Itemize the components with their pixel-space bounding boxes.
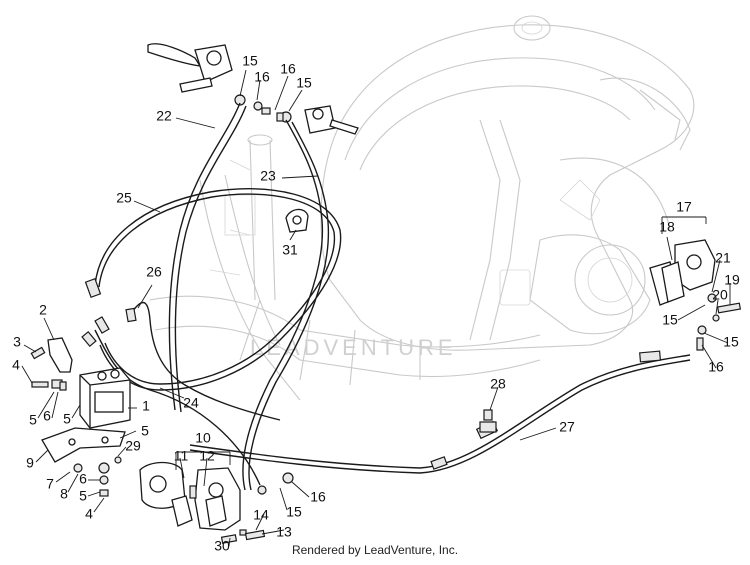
callout-label: 14: [253, 507, 269, 523]
callout-label: 25: [116, 190, 132, 206]
abs-unit: [79, 367, 131, 429]
hose-fittings: [81, 278, 662, 470]
callout-label: 1: [142, 398, 150, 414]
callout-label: 19: [724, 272, 740, 288]
callout-label: 6: [79, 471, 87, 487]
callout-label: 15: [242, 53, 258, 69]
callouts: 15 16 16 15 22 23 25 31 26 2 3 4 1 5 6 5…: [12, 53, 740, 554]
rear-master-cylinder: [304, 105, 359, 135]
callout-label: 4: [12, 357, 20, 373]
callout-label: 5: [29, 412, 37, 428]
leader-lines: [21, 69, 731, 547]
callout-label: 11: [174, 448, 189, 464]
front-brake-lever: [147, 43, 233, 93]
brake-hoses: [94, 102, 691, 491]
callout-label: 24: [183, 395, 199, 411]
scooter-frame-outline: [149, 15, 695, 401]
callout-label: 17: [676, 199, 692, 215]
callout-label: 16: [254, 69, 270, 85]
callout-label: 13: [276, 524, 292, 540]
callout-label: 4: [85, 506, 93, 522]
callout-label: 5: [79, 488, 87, 504]
callout-label: 23: [260, 168, 276, 184]
callout-label: 16: [310, 489, 326, 505]
abs-bracket: [41, 337, 126, 463]
callout-label: 20: [712, 287, 728, 303]
top-banjo-fittings: [234, 94, 292, 123]
sensor-bolt-28: [479, 409, 497, 433]
callout-label: 21: [715, 250, 731, 266]
clip-bracket-31: [285, 208, 309, 233]
footer-credit: Rendered by LeadVenture, Inc.: [291, 543, 459, 557]
callout-label: 7: [46, 476, 54, 492]
callout-label: 22: [156, 108, 172, 124]
front-caliper: [139, 461, 247, 536]
callout-label: 26: [146, 264, 162, 280]
abs-hardware: [30, 346, 122, 497]
callout-label: 3: [13, 334, 21, 350]
callout-label: 31: [282, 242, 298, 258]
callout-label: 5: [141, 423, 149, 439]
callout-label: 18: [659, 219, 675, 235]
callout-label: 10: [195, 430, 211, 446]
rear-caliper: [649, 239, 742, 351]
callout-label: 12: [199, 448, 215, 464]
callout-label: 28: [490, 376, 506, 392]
callout-label: 29: [125, 438, 141, 454]
callout-label: 16: [708, 359, 724, 375]
callout-label: 6: [43, 408, 51, 424]
callout-label: 15: [296, 75, 312, 91]
callout-label: 5: [63, 411, 71, 427]
callout-label: 15: [723, 334, 739, 350]
callout-label: 9: [26, 455, 34, 471]
callout-label: 2: [39, 302, 47, 318]
callout-label: 15: [662, 312, 678, 328]
callout-label: 15: [286, 504, 302, 520]
callout-label: 30: [214, 538, 230, 554]
callout-label: 27: [559, 419, 575, 435]
callout-label: 16: [280, 61, 296, 77]
callout-label: 8: [60, 486, 68, 502]
